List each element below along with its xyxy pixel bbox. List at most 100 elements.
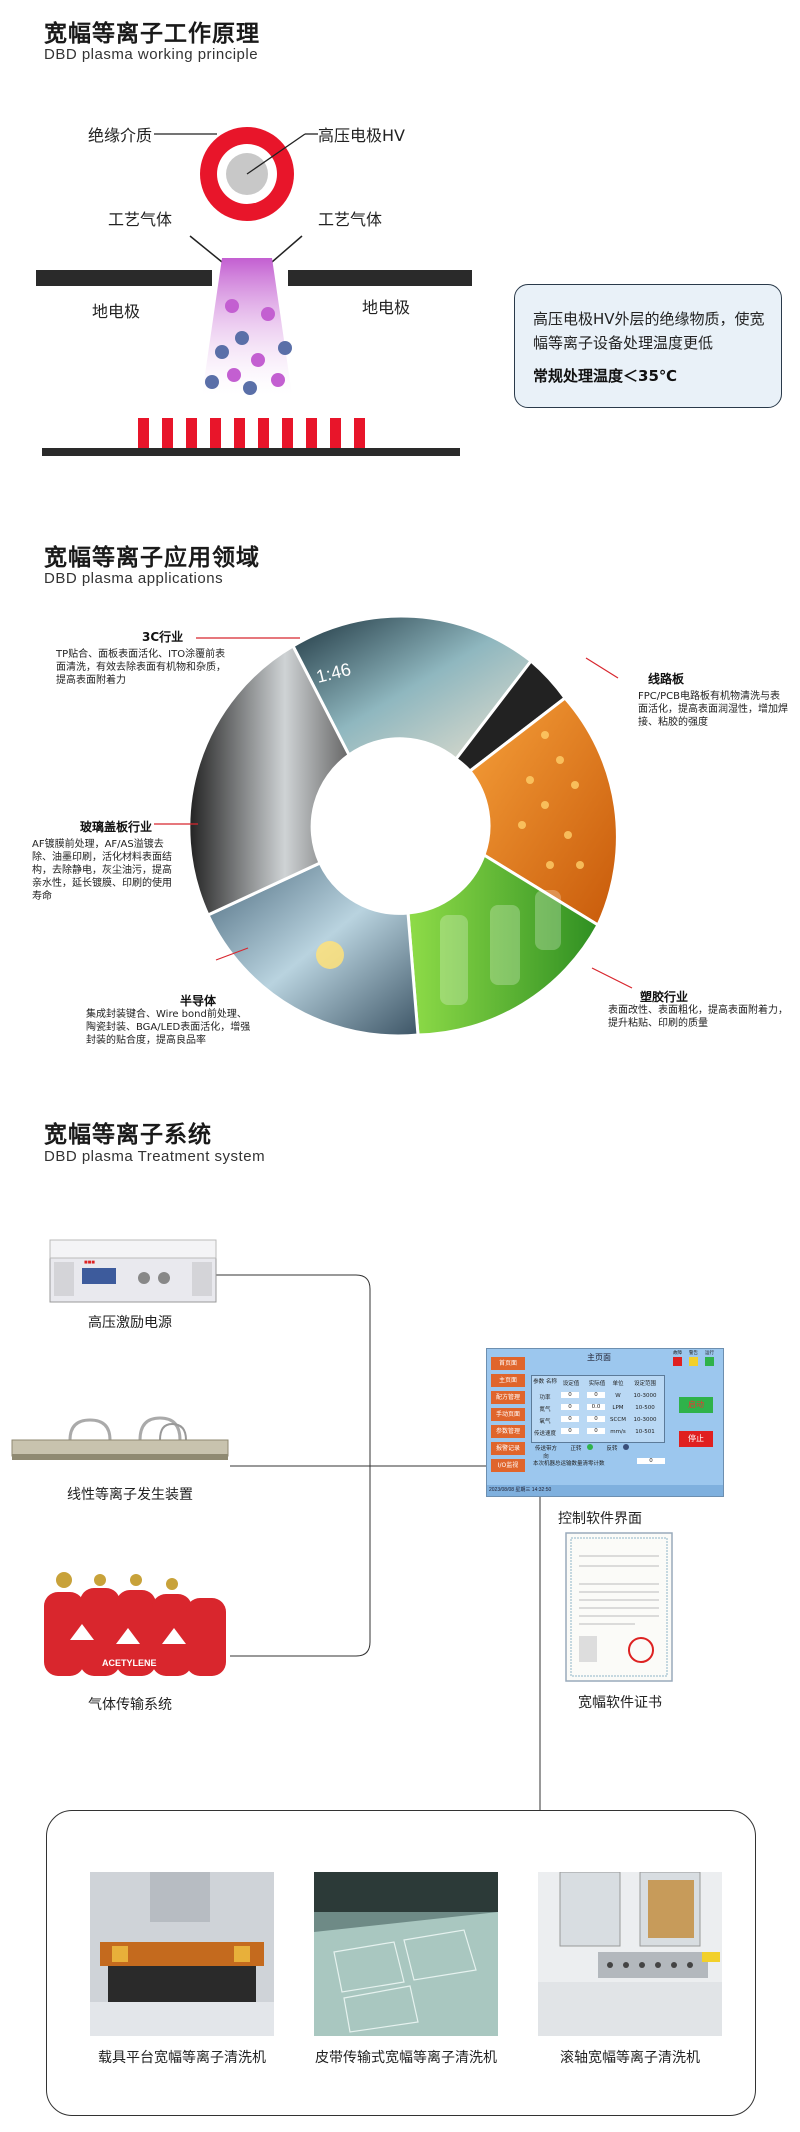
section2-subtitle: DBD plasma applications xyxy=(44,570,224,587)
ui-row3-actual: 0 xyxy=(587,1416,605,1422)
ui-footer-datetime: 2023/08/08 星期三 14:32:50 xyxy=(489,1487,552,1493)
section1-title: 宽幅等离子工作原理 xyxy=(44,21,260,47)
reverse-radio-dot[interactable] xyxy=(623,1444,629,1450)
plasma-generator-image xyxy=(11,1416,229,1460)
ui-row4-range: 10-501 xyxy=(635,1429,655,1435)
svg-text:■■■: ■■■ xyxy=(84,1260,95,1266)
segment-semiconductor xyxy=(206,861,420,1038)
ui-row2-range: 10-500 xyxy=(635,1405,655,1411)
segment-glass xyxy=(187,643,351,917)
gas-flow-right-arrow xyxy=(271,235,303,263)
ui-row2-unit: LPM xyxy=(612,1405,624,1411)
ui-status-run-label: 运行 xyxy=(705,1350,714,1355)
ui-status-warning-label: 警告 xyxy=(689,1350,698,1355)
platform-machine-label: 载具平台宽幅等离子清洗机 xyxy=(98,2050,266,2066)
app-plastic-title: 塑胶行业 xyxy=(640,990,689,1004)
ui-row2-set[interactable]: 0 xyxy=(561,1404,579,1410)
ui-start-button[interactable]: 启动 xyxy=(679,1397,713,1413)
ui-row2-name: 氮气 xyxy=(539,1407,551,1413)
dbd-principle-diagram xyxy=(36,127,472,456)
ui-screen-title: 主页面 xyxy=(587,1353,611,1362)
software-certificate-image xyxy=(565,1532,673,1682)
ui-row1-range: 10-3000 xyxy=(633,1393,657,1399)
app-pcb-desc: FPC/PCB电路板有机物清洗与表面活化，提高表面润湿性，增加焊接、粘胶的强度 xyxy=(638,691,788,728)
ground-electrode-right xyxy=(288,270,472,286)
ui-menu-params[interactable]: 参数管理 xyxy=(491,1425,525,1438)
ui-menu-home[interactable]: 首页面 xyxy=(491,1357,525,1370)
ui-row4-set[interactable]: 0 xyxy=(561,1428,579,1434)
plasma-generator-label: 线性等离子发生装置 xyxy=(67,1487,193,1503)
status-warning-indicator xyxy=(689,1357,698,1366)
segment-plastic xyxy=(406,852,600,1037)
machines-container xyxy=(46,1810,756,2116)
ui-th-set: 设定值 xyxy=(562,1381,580,1387)
substrate-base xyxy=(42,448,460,456)
ground-electrode-left xyxy=(36,270,212,286)
section3-subtitle: DBD plasma Treatment system xyxy=(44,1148,266,1165)
ui-th-range: 设定范围 xyxy=(633,1381,656,1387)
app-glass-desc: AF镀膜前处理，AF/AS溢镀去除、油墨印刷，活化材料表面结构，去除静电，灰尘油… xyxy=(32,839,172,902)
ui-stop-button[interactable]: 停止 xyxy=(679,1431,713,1447)
app-semi-title: 半导体 xyxy=(180,994,217,1008)
ui-count-value[interactable]: 0 xyxy=(637,1458,665,1464)
belt-machine-label: 皮带传输式宽幅等离子清洗机 xyxy=(315,2050,497,2066)
control-software-screen: 主页面 故障 警告 运行 首页面 主页面 配方管理 手动页面 参数管理 报警记录… xyxy=(486,1348,724,1497)
app-plastic-desc: 表面改性、表面粗化，提高表面附着力，提升粘贴、印刷的质量 xyxy=(608,1005,788,1029)
ui-row3-range: 10-3000 xyxy=(633,1417,657,1423)
roller-machine-image xyxy=(538,1872,722,2036)
ui-row1-unit: W xyxy=(615,1393,621,1399)
section1-subtitle: DBD plasma working principle xyxy=(44,46,259,63)
ui-row1-name: 功率 xyxy=(539,1395,551,1401)
certificate-label: 宽幅软件证书 xyxy=(578,1695,662,1711)
ground-label-right: 地电极 xyxy=(362,298,411,317)
ui-row1-set[interactable]: 0 xyxy=(561,1392,579,1398)
power-supply-image: ■■■ xyxy=(49,1239,217,1303)
ui-menu-alarms[interactable]: 报警记录 xyxy=(491,1442,525,1455)
app-glass-title: 玻璃盖板行业 xyxy=(80,820,153,834)
ui-menu-main[interactable]: 主页面 xyxy=(491,1374,525,1387)
ui-row1-actual: 0 xyxy=(587,1392,605,1398)
ui-menu-io[interactable]: I/O监视 xyxy=(491,1459,525,1472)
ui-status-fault-label: 故障 xyxy=(673,1350,682,1355)
software-label: 控制软件界面 xyxy=(558,1511,642,1527)
insulation-info-box: 高压电极HV外层的绝缘物质，使宽幅等离子设备处理温度更低 常规处理温度＜35℃ xyxy=(514,284,782,408)
ui-footer-bar xyxy=(487,1485,723,1496)
status-fault-indicator xyxy=(673,1357,682,1366)
ui-reverse-radio[interactable]: 反转 xyxy=(606,1446,618,1452)
roller-machine-label: 滚轴宽幅等离子清洗机 xyxy=(560,2050,700,2066)
gas-flow-left-arrow xyxy=(189,235,223,263)
app-semi-desc: 集成封装键合、Wire bond前处理、陶瓷封装、BGA/LED表面活化，增强封… xyxy=(86,1009,251,1046)
insulation-label: 绝缘介质 xyxy=(88,126,153,145)
status-run-indicator xyxy=(705,1357,714,1366)
applications-ring: 1:46 xyxy=(187,614,619,1038)
section3-title: 宽幅等离子系统 xyxy=(44,1122,212,1148)
section2-title: 宽幅等离子应用领域 xyxy=(44,545,260,571)
app-3c-title: 3C行业 xyxy=(142,630,184,644)
ui-menu-recipe[interactable]: 配方管理 xyxy=(491,1391,525,1404)
plasma-particles xyxy=(205,299,292,395)
ui-row3-set[interactable]: 0 xyxy=(561,1416,579,1422)
platform-machine-image xyxy=(90,1872,274,2036)
ui-row3-unit: SCCM xyxy=(610,1417,626,1423)
info-text: 高压电极HV外层的绝缘物质，使宽幅等离子设备处理温度更低 xyxy=(533,310,765,352)
gas-label-left: 工艺气体 xyxy=(108,210,173,229)
info-temperature: 常规处理温度＜35℃ xyxy=(533,367,678,385)
forward-radio-dot[interactable] xyxy=(587,1444,593,1450)
ui-th-actual: 实际值 xyxy=(588,1381,606,1387)
gas-system-label: 气体传输系统 xyxy=(88,1697,172,1713)
ui-menu-manual[interactable]: 手动页面 xyxy=(491,1408,525,1421)
ui-th-name: 参数 名称 xyxy=(533,1379,557,1385)
ui-forward-radio[interactable]: 正转 xyxy=(570,1446,582,1452)
ui-row4-unit: mm/s xyxy=(610,1429,626,1435)
substrate-red-pins xyxy=(138,418,365,450)
gas-tank-label: ACETYLENE xyxy=(102,1658,157,1668)
callout-lines xyxy=(154,637,633,989)
system-connections xyxy=(212,1274,541,1810)
ui-row4-name: 传送速度 xyxy=(533,1431,556,1437)
app-3c-desc: TP贴合、面板表面活化、ITO涂覆前表面清洗，有效去除表面有机物和杂质，提高表面… xyxy=(56,649,226,686)
power-supply-label: 高压激励电源 xyxy=(88,1315,172,1331)
ui-row3-name: 氧气 xyxy=(539,1419,551,1425)
ui-row2-actual: 0.0 xyxy=(587,1404,605,1410)
app-pcb-title: 线路板 xyxy=(648,672,685,686)
ui-count-label: 本次机器总运输数量清零计数 xyxy=(533,1461,605,1467)
